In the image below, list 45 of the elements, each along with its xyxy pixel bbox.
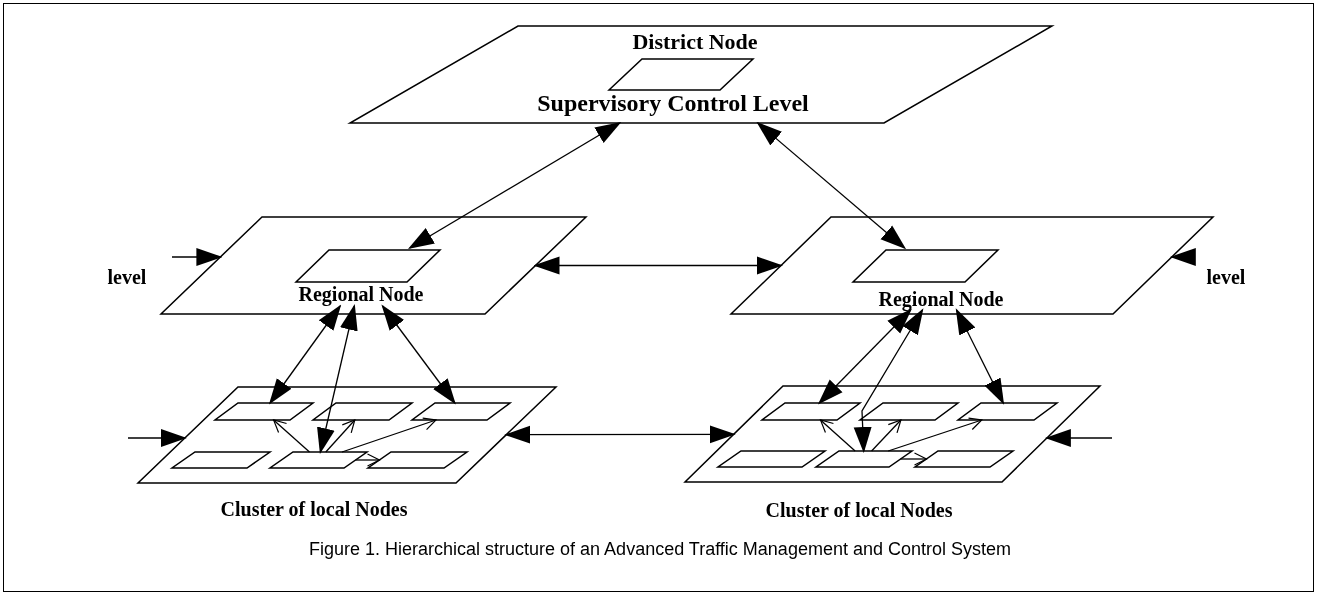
control-level-plane: [350, 26, 1052, 123]
arrow: [887, 417, 983, 452]
node-label: Regional Node: [298, 283, 424, 305]
arrow: [817, 308, 912, 405]
level-label: level: [107, 266, 147, 289]
arrow: [325, 419, 356, 453]
local-node: [215, 403, 313, 420]
arrow: [899, 452, 928, 466]
local-node: [313, 403, 412, 420]
arrow: [853, 308, 924, 453]
local-node: [958, 403, 1057, 420]
local-node: [915, 451, 1013, 467]
node-label: Cluster of local Nodes: [765, 499, 953, 521]
arrow: [127, 429, 187, 447]
figure-caption: Figure 1. Hierarchical structure of an Advanced Traffic Management and Control System: [308, 538, 1012, 560]
local-node: [718, 451, 825, 467]
arrow: [533, 256, 783, 275]
arrow: [1169, 248, 1196, 266]
local-node: [860, 403, 958, 420]
arrow: [268, 304, 342, 405]
arrow: [819, 419, 856, 452]
level-label: level: [1206, 266, 1246, 289]
local-node: [816, 451, 912, 467]
arrow: [408, 122, 622, 249]
node-label: Cluster of local Nodes: [220, 498, 408, 520]
arrow: [272, 419, 311, 453]
node-label: Regional Node: [878, 288, 1004, 310]
local-node: [270, 452, 367, 468]
arrow: [317, 304, 358, 454]
local-node: [762, 403, 860, 420]
local-node: [368, 452, 467, 468]
node-label: District Node: [632, 30, 758, 55]
arrow: [381, 304, 456, 405]
arrow: [504, 425, 736, 444]
arrow: [341, 417, 437, 453]
arrow: [1044, 429, 1113, 447]
node-label: Supervisory Control Level: [537, 90, 809, 117]
arrow: [354, 453, 381, 467]
local-node: [172, 452, 270, 468]
arrow: [756, 121, 907, 250]
control-level-plane: [161, 217, 586, 314]
arrow: [870, 419, 902, 452]
local-node: [412, 403, 510, 420]
arrow: [171, 248, 223, 266]
arrow: [955, 308, 1005, 405]
